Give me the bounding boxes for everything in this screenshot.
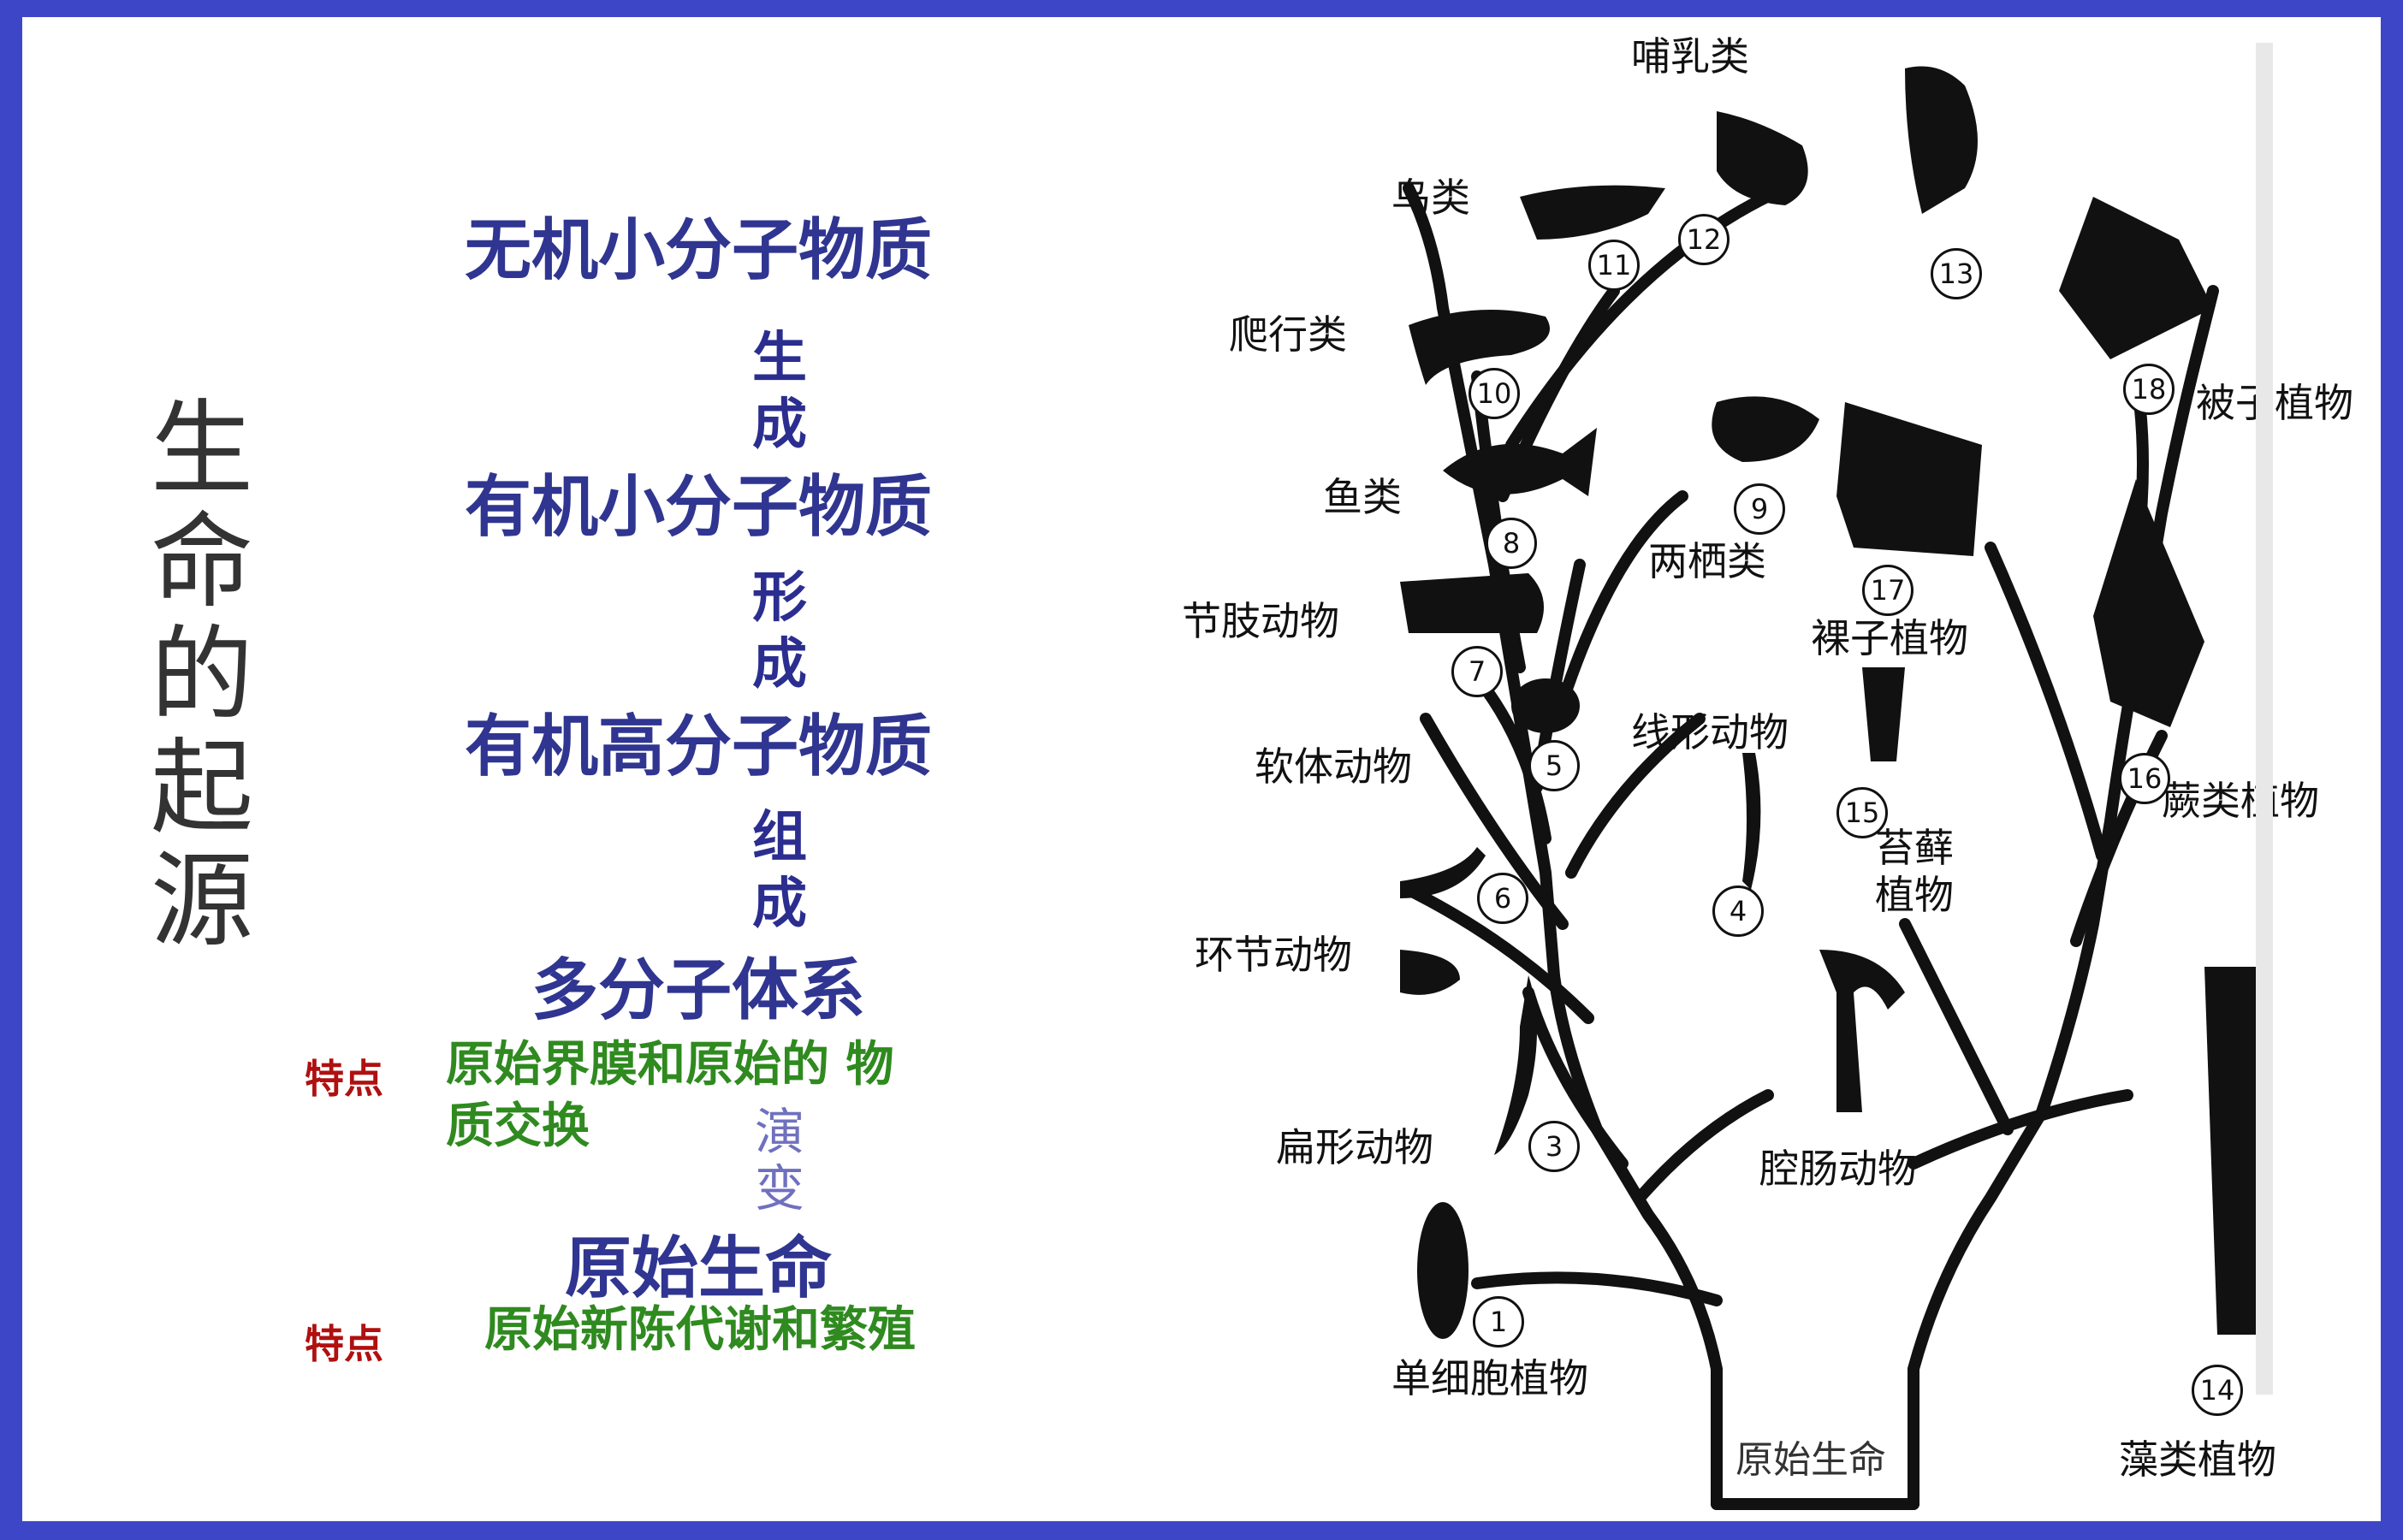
transition-generate: 生成 bbox=[752, 327, 807, 457]
mollusk-shape bbox=[1511, 678, 1580, 733]
human-shape bbox=[1905, 66, 1978, 214]
branch-moss bbox=[1899, 918, 2014, 1135]
number-4: 4 bbox=[1712, 886, 1764, 937]
number-18: 18 bbox=[2123, 364, 2175, 415]
number-9: 9 bbox=[1734, 483, 1785, 535]
number-16: 16 bbox=[2119, 753, 2170, 804]
stage-organic-small: 有机小分子物质 bbox=[464, 469, 932, 546]
tree-root-label: 原始生命 bbox=[1736, 1438, 1886, 1482]
title-char: 起 bbox=[151, 729, 253, 848]
number-11: 11 bbox=[1588, 240, 1640, 291]
branch-gymnosperm bbox=[1985, 542, 2108, 862]
title-char: 源 bbox=[151, 842, 253, 961]
number-5: 5 bbox=[1528, 740, 1580, 791]
feature-label-1: 特点 bbox=[305, 1056, 383, 1102]
annelid-shape bbox=[1400, 847, 1486, 995]
feature-1-line-2: 质交换 bbox=[446, 1099, 590, 1154]
feature-2: 原始新陈代谢和繁殖 bbox=[484, 1302, 916, 1358]
label-algae: 藻类植物 bbox=[2119, 1436, 2276, 1483]
label-arthropods: 节肢动物 bbox=[1182, 598, 1339, 644]
stage-organic-macro: 有机高分子物质 bbox=[464, 708, 932, 785]
moss-shape bbox=[1862, 667, 1905, 761]
number-3: 3 bbox=[1528, 1121, 1580, 1172]
transition-compose: 组成 bbox=[752, 806, 807, 936]
trunk bbox=[1908, 285, 2219, 1510]
angiosperm-shape bbox=[2059, 197, 2213, 359]
number-12: 12 bbox=[1678, 214, 1730, 265]
branch-amphibian bbox=[1557, 490, 1688, 708]
scrollbar[interactable] bbox=[2256, 43, 2273, 1395]
number-10: 10 bbox=[1468, 368, 1520, 419]
coelenterate-shape bbox=[1819, 950, 1905, 1112]
label-unicellular: 单细胞植物 bbox=[1391, 1355, 1588, 1401]
label-reptiles: 爬行类 bbox=[1229, 311, 1347, 358]
label-fish: 鱼类 bbox=[1323, 474, 1402, 520]
number-14: 14 bbox=[2192, 1365, 2243, 1416]
transition-evolve: 演变 bbox=[754, 1103, 804, 1217]
arthropod-shape bbox=[1400, 573, 1544, 633]
evolution-tree bbox=[1400, 66, 2264, 1510]
title-char: 生 bbox=[151, 390, 253, 509]
label-annelids: 环节动物 bbox=[1195, 932, 1352, 978]
mammal-shape bbox=[1717, 111, 1808, 205]
title-char: 命 bbox=[151, 503, 253, 622]
label-flatworms: 扁形动物 bbox=[1276, 1124, 1433, 1170]
gymnosperm-shape bbox=[1836, 402, 1982, 556]
number-8: 8 bbox=[1486, 518, 1537, 569]
feature-label-2: 特点 bbox=[305, 1321, 383, 1367]
label-coelenterates: 腔肠动物 bbox=[1759, 1146, 1917, 1192]
number-1: 1 bbox=[1473, 1296, 1524, 1348]
flatworm-shape bbox=[1494, 975, 1537, 1155]
unicellular-plant-shape bbox=[1417, 1202, 1468, 1339]
stage-multimolecular: 多分子体系 bbox=[531, 952, 865, 1029]
amphibian-shape bbox=[1712, 396, 1819, 462]
fern-shape bbox=[2093, 479, 2204, 727]
nematode-shape bbox=[1742, 753, 1761, 890]
bird-shape bbox=[1520, 185, 1665, 240]
algae-shape bbox=[2204, 967, 2264, 1335]
number-13: 13 bbox=[1931, 248, 1982, 299]
number-15: 15 bbox=[1836, 787, 1888, 838]
label-mammals: 哺乳类 bbox=[1631, 33, 1749, 80]
label-angiosperms: 被子植物 bbox=[2196, 380, 2353, 426]
number-17: 17 bbox=[1862, 565, 1914, 616]
branch-annelid bbox=[1403, 884, 1594, 1024]
label-nematodes: 线形动物 bbox=[1631, 709, 1789, 755]
number-6: 6 bbox=[1477, 873, 1528, 924]
branch-coelenterate bbox=[1634, 1089, 1774, 1204]
transition-form: 形成 bbox=[752, 566, 807, 696]
number-7: 7 bbox=[1451, 646, 1503, 697]
reptile-shape bbox=[1409, 310, 1550, 385]
label-mosses-1: 苔藓 bbox=[1875, 825, 1954, 871]
stage-inorganic-small: 无机小分子物质 bbox=[464, 212, 932, 289]
branch-mollusk bbox=[1420, 713, 1569, 930]
title-char: 的 bbox=[151, 616, 253, 735]
slide-frame: 生 命 的 起 源 无机小分子物质 生成 有机小分子物质 形成 有机高分子物质 … bbox=[22, 17, 2381, 1521]
feature-1-line-1: 原始界膜和原始的 物 bbox=[446, 1037, 894, 1093]
fish-shape bbox=[1443, 428, 1597, 496]
branch-algae bbox=[1908, 1089, 2133, 1170]
branch-mammal bbox=[1505, 182, 1791, 451]
label-birds: 鸟类 bbox=[1391, 175, 1470, 221]
stage-primitive-life: 原始生命 bbox=[564, 1230, 832, 1307]
label-mollusks: 软体动物 bbox=[1255, 743, 1412, 790]
branch-unicellular bbox=[1471, 1271, 1723, 1306]
label-amphibians: 两栖类 bbox=[1648, 538, 1766, 584]
label-mosses-2: 植物 bbox=[1875, 872, 1954, 918]
label-gymnosperms: 裸子植物 bbox=[1811, 615, 1968, 661]
branch-nematode bbox=[1565, 713, 1706, 879]
vertical-title: 生 命 的 起 源 bbox=[142, 394, 262, 958]
label-ferns: 蕨类植物 bbox=[2162, 778, 2319, 824]
